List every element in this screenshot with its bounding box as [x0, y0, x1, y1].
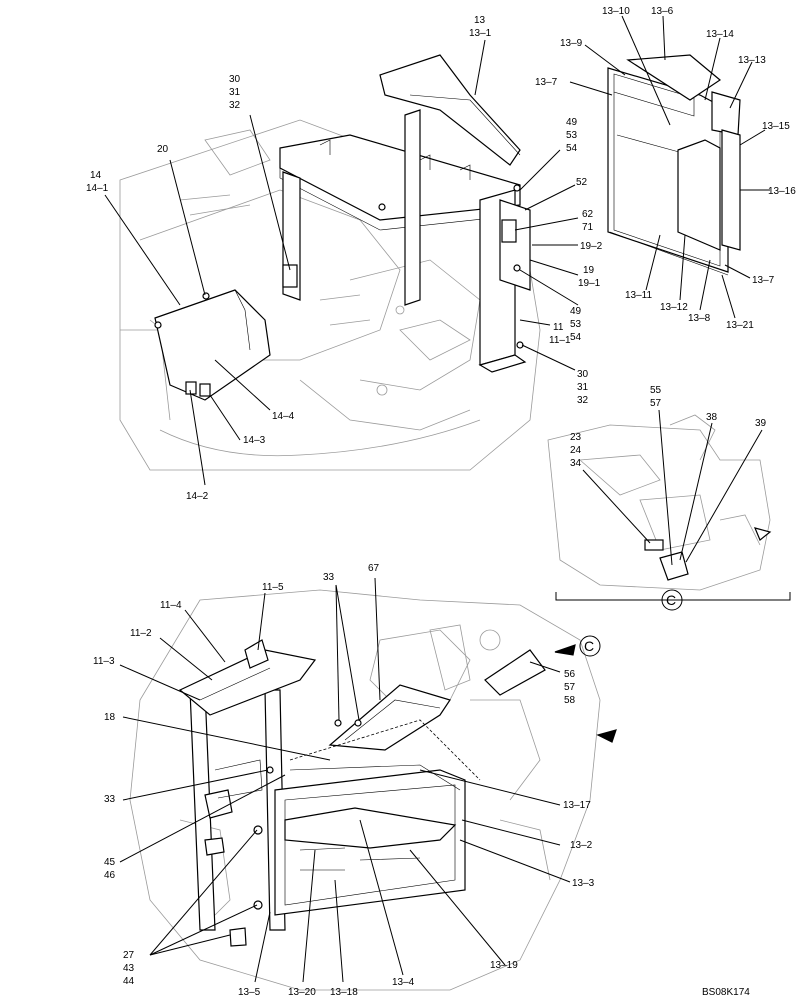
leader-lines [104, 15, 770, 983]
callout-13-18: 13–18 [330, 987, 358, 998]
callout-13-9: 13–9 [560, 38, 583, 49]
callout-13-14: 13–14 [706, 29, 734, 40]
callout-67: 67 [368, 563, 380, 574]
support-frame [279, 54, 531, 373]
callout-13-13: 13–13 [738, 55, 766, 66]
callout-13-7-upper: 13–7 [535, 77, 558, 88]
callout-13-12: 13–12 [660, 302, 688, 313]
callout-19-2: 19–2 [580, 241, 603, 252]
callout-52: 52 [576, 177, 588, 188]
callout-33-upper: 33 [323, 572, 335, 583]
callout-13-16: 13–16 [768, 186, 796, 197]
callout-14-3: 14–3 [243, 435, 266, 446]
callout-14-2: 14–2 [186, 491, 209, 502]
callout-13-15: 13–15 [762, 121, 790, 132]
callout-13-8: 13–8 [688, 313, 711, 324]
detail-c-view: C [547, 414, 791, 611]
callout-13-7-lower: 13–7 [752, 275, 775, 286]
callout-13-6: 13–6 [651, 6, 674, 17]
callout-13-19: 13–19 [490, 960, 518, 971]
callout-39: 39 [755, 418, 767, 429]
callout-11-5: 11–5 [262, 582, 284, 593]
callout-13-17: 13–17 [563, 800, 591, 811]
drawing-code: BS08K174 [702, 987, 750, 998]
callout-13-11: 13–11 [625, 290, 653, 301]
cover-plate [154, 289, 271, 401]
callout-38: 38 [706, 412, 718, 423]
callout-11-4: 11–4 [160, 600, 182, 611]
radiator-frame-detail [607, 54, 741, 276]
callout-13-10: 13–10 [602, 6, 630, 17]
detail-c-letter: C [666, 592, 676, 608]
callout-13-2: 13–2 [570, 840, 593, 851]
callout-18: 18 [104, 712, 116, 723]
callout-20: 20 [157, 144, 169, 155]
callout-13-5: 13–5 [238, 987, 261, 998]
callout-11-2: 11–2 [130, 628, 152, 639]
detail-c-reference: C [584, 638, 594, 654]
callout-13-3: 13–3 [572, 878, 595, 889]
callout-11-3: 11–3 [93, 656, 115, 667]
callout-13-4: 13–4 [392, 977, 415, 988]
callout-33-lower: 33 [104, 794, 116, 805]
callout-13-20: 13–20 [288, 987, 316, 998]
lower-machine-background [129, 589, 601, 991]
callout-13-21: 13–21 [726, 320, 754, 331]
callout-14-4: 14–4 [272, 411, 295, 422]
lower-assembly [178, 639, 617, 947]
